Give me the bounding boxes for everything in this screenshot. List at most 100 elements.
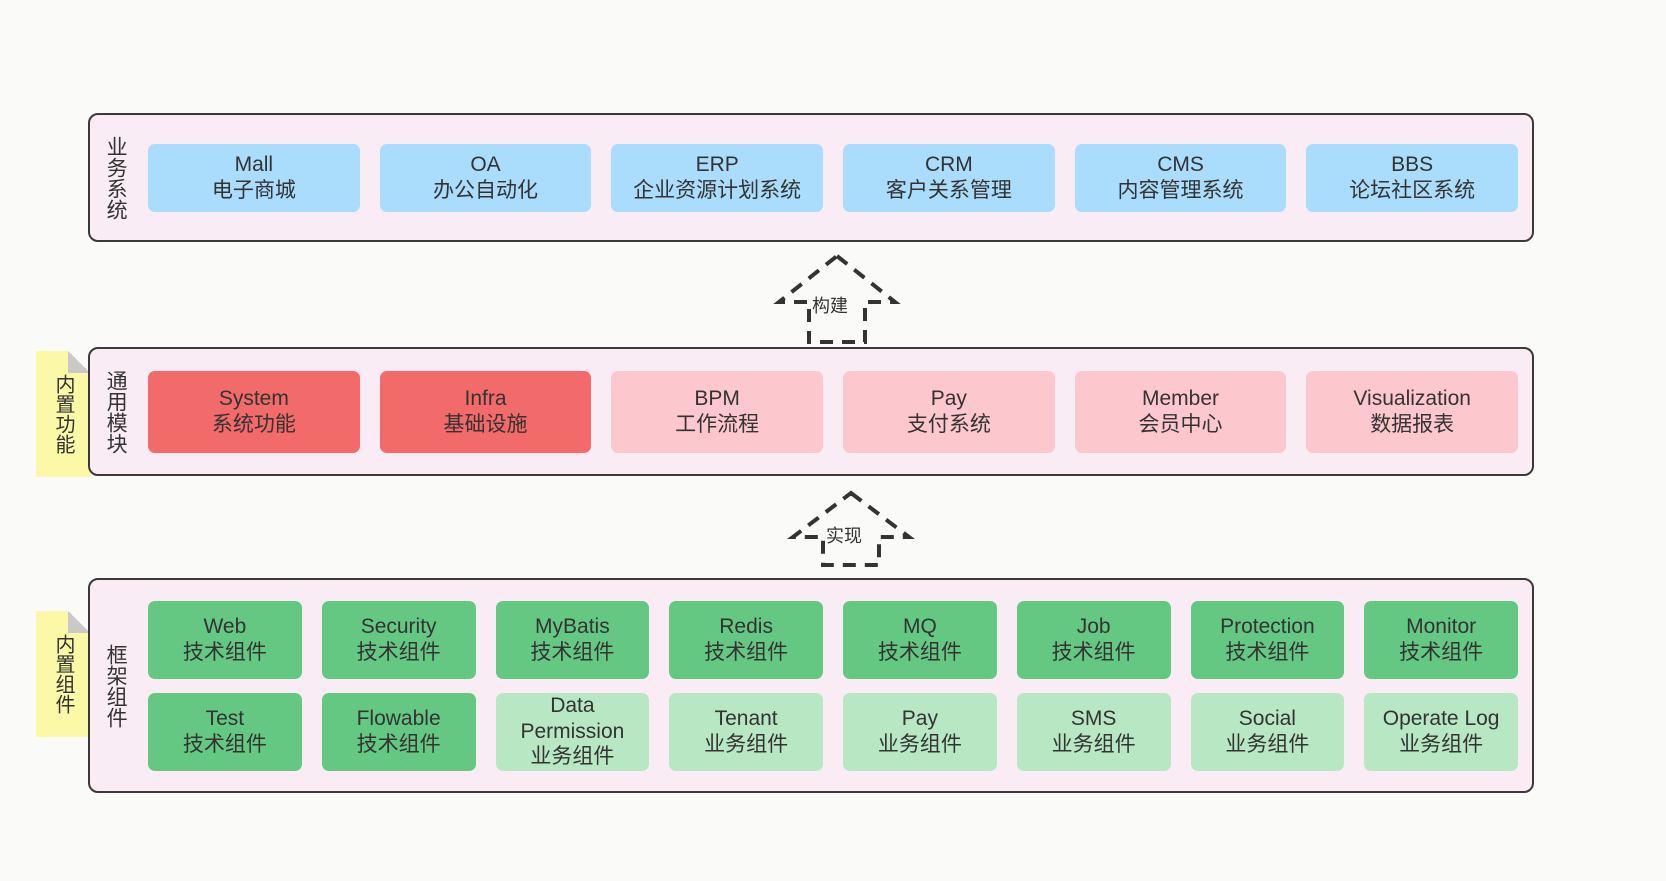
cell-erp-cn: 企业资源计划系统: [633, 178, 802, 202]
cell-pay-module-cn: 支付系统: [906, 412, 991, 436]
cell-cms-cn: 内容管理系统: [1117, 178, 1244, 202]
cell-infra[interactable]: Infra 基础设施: [379, 370, 592, 453]
cell-job-cn: 技术组件: [1051, 640, 1136, 664]
cell-flowable-en: Flowable: [356, 706, 441, 730]
cell-erp[interactable]: ERP 企业资源计划系统: [611, 143, 824, 212]
cell-bpm-en: BPM: [694, 386, 740, 410]
cell-infra-cn: 基础设施: [443, 412, 528, 436]
cell-protection[interactable]: Protection 技术组件: [1190, 600, 1345, 679]
cell-social-en: Social: [1238, 706, 1296, 730]
cell-mybatis[interactable]: MyBatis 技术组件: [495, 600, 650, 679]
arrow-implement-icon: [787, 490, 915, 567]
cell-job-en: Job: [1076, 614, 1111, 638]
cell-oa-cn: 办公自动化: [433, 178, 538, 202]
module-row: System 系统功能 Infra 基础设施 BPM 工作流程 Pay 支付系统…: [148, 370, 1519, 453]
cell-sms[interactable]: SMS 业务组件: [1016, 692, 1171, 771]
cell-system-cn: 系统功能: [211, 412, 296, 436]
cell-sms-en: SMS: [1070, 706, 1117, 730]
arrow-implement: 实现: [766, 487, 936, 567]
cell-mq[interactable]: MQ 技术组件: [843, 600, 997, 679]
cell-visualization-cn: 数据报表: [1370, 412, 1455, 436]
arrow-implement-label: 实现: [826, 526, 862, 546]
cell-flowable-cn: 技术组件: [356, 732, 441, 756]
cell-visualization-en: Visualization: [1353, 386, 1471, 410]
cell-mq-cn: 技术组件: [877, 640, 962, 664]
cell-social-cn: 业务组件: [1225, 732, 1310, 756]
cell-system-en: System: [218, 386, 289, 410]
cell-redis[interactable]: Redis 技术组件: [669, 600, 823, 679]
cell-crm-en: CRM: [924, 152, 973, 176]
cell-redis-en: Redis: [719, 614, 773, 638]
cell-system[interactable]: System 系统功能: [148, 370, 360, 453]
cell-pay-component[interactable]: Pay 业务组件: [843, 692, 997, 771]
sticky-note-builtin-component-label: 内置组件: [52, 634, 74, 714]
cell-mall-cn: 电子商城: [211, 178, 296, 202]
cell-monitor-cn: 技术组件: [1399, 640, 1484, 664]
cell-bpm-cn: 工作流程: [675, 412, 760, 436]
cell-member-en: Member: [1142, 386, 1220, 410]
cell-job[interactable]: Job 技术组件: [1016, 600, 1171, 679]
sticky-note-builtin-function: 内置功能: [36, 351, 90, 477]
cell-erp-en: ERP: [695, 152, 739, 176]
cell-social[interactable]: Social 业务组件: [1190, 692, 1345, 771]
framework-row-tech: Web 技术组件 Security 技术组件 MyBatis 技术组件 Redi…: [148, 600, 1518, 679]
business-row: Mall 电子商城 OA 办公自动化 ERP 企业资源计划系统 CRM 客户关系…: [148, 143, 1519, 212]
cell-protection-en: Protection: [1220, 614, 1315, 638]
cell-member-cn: 会员中心: [1138, 412, 1223, 436]
cell-bbs[interactable]: BBS 论坛社区系统: [1306, 143, 1519, 212]
cell-bpm[interactable]: BPM 工作流程: [611, 370, 824, 453]
cell-test-en: Test: [205, 706, 245, 730]
arrow-build-icon: [773, 253, 901, 344]
cell-sms-cn: 业务组件: [1051, 732, 1136, 756]
layer-title-framework: 框架组件: [104, 643, 128, 728]
cell-pay-component-en: Pay: [901, 706, 938, 730]
cell-security-cn: 技术组件: [356, 640, 441, 664]
cell-mall-en: Mall: [234, 152, 274, 176]
cell-oa-en: OA: [470, 152, 501, 176]
cell-bbs-en: BBS: [1391, 152, 1434, 176]
cell-monitor[interactable]: Monitor 技术组件: [1364, 600, 1518, 679]
cell-web-cn: 技术组件: [182, 640, 267, 664]
cell-data-permission[interactable]: Data Permission 业务组件: [495, 692, 650, 771]
cell-web[interactable]: Web 技术组件: [148, 600, 302, 679]
cell-pay-component-cn: 业务组件: [877, 732, 962, 756]
cell-tenant[interactable]: Tenant 业务组件: [669, 692, 823, 771]
layer-title-module: 通用模块: [104, 369, 128, 454]
layer-business-system[interactable]: 业务系统 Mall 电子商城 OA 办公自动化 ERP 企业资源计划系统 CRM…: [88, 113, 1534, 242]
cell-visualization[interactable]: Visualization 数据报表: [1306, 370, 1519, 453]
layer-body-module: System 系统功能 Infra 基础设施 BPM 工作流程 Pay 支付系统…: [140, 349, 1532, 474]
cell-tenant-en: Tenant: [714, 706, 778, 730]
sticky-note-builtin-function-label: 内置功能: [52, 374, 74, 454]
cell-security-en: Security: [360, 614, 437, 638]
sticky-fold-corner-icon: [68, 351, 90, 373]
cell-pay-module-en: Pay: [930, 386, 967, 410]
cell-infra-en: Infra: [464, 386, 507, 410]
layer-framework-component[interactable]: 框架组件 Web 技术组件 Security 技术组件 MyBatis 技术组件…: [88, 578, 1534, 793]
framework-row-business: Test 技术组件 Flowable 技术组件 Data Permission …: [148, 692, 1518, 771]
cell-monitor-en: Monitor: [1406, 614, 1477, 638]
layer-title-business: 业务系统: [104, 135, 128, 220]
cell-data-permission-cn: 业务组件: [530, 745, 615, 769]
cell-cms[interactable]: CMS 内容管理系统: [1074, 143, 1287, 212]
layer-common-module[interactable]: 通用模块 System 系统功能 Infra 基础设施 BPM 工作流程 Pay…: [88, 347, 1534, 476]
cell-oa[interactable]: OA 办公自动化: [379, 143, 592, 212]
cell-test[interactable]: Test 技术组件: [148, 692, 302, 771]
cell-operate-log-cn: 业务组件: [1399, 732, 1484, 756]
arrow-build-label: 构建: [812, 296, 848, 316]
layer-body-business: Mall 电子商城 OA 办公自动化 ERP 企业资源计划系统 CRM 客户关系…: [140, 115, 1532, 240]
cell-security[interactable]: Security 技术组件: [321, 600, 476, 679]
cell-mybatis-cn: 技术组件: [530, 640, 615, 664]
cell-flowable[interactable]: Flowable 技术组件: [321, 692, 476, 771]
cell-cms-en: CMS: [1157, 152, 1204, 176]
cell-pay-module[interactable]: Pay 支付系统: [843, 370, 1055, 453]
cell-data-permission-en: Data Permission: [520, 694, 625, 743]
cell-operate-log[interactable]: Operate Log 业务组件: [1364, 692, 1518, 771]
cell-web-en: Web: [203, 614, 247, 638]
cell-crm[interactable]: CRM 客户关系管理: [843, 143, 1055, 212]
cell-member[interactable]: Member 会员中心: [1074, 370, 1287, 453]
arrow-build: 构建: [752, 250, 922, 345]
cell-mall[interactable]: Mall 电子商城: [148, 143, 360, 212]
cell-mybatis-en: MyBatis: [535, 614, 610, 638]
sticky-fold-corner-icon-2: [68, 611, 90, 633]
